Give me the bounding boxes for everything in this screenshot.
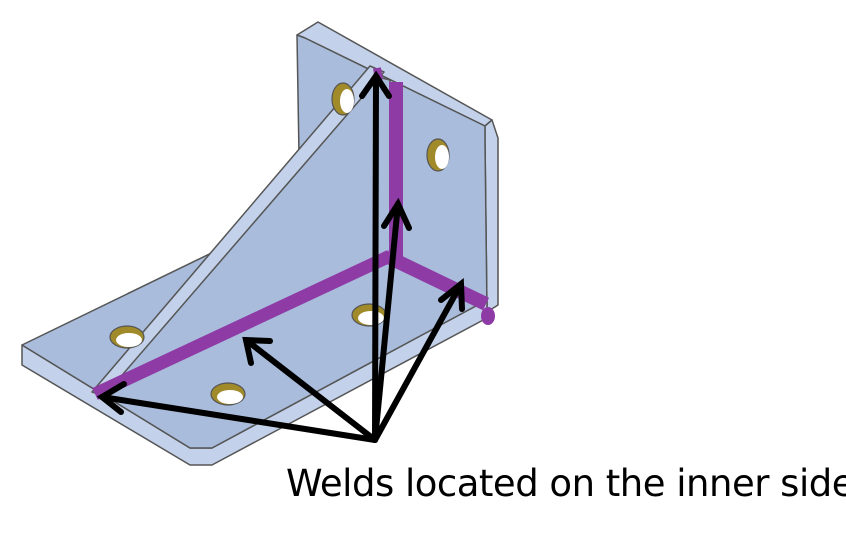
arrows [96, 70, 465, 443]
weld-caption: Welds located on the inner side [286, 462, 846, 505]
weld-base-back [382, 249, 490, 311]
hole-icon [210, 382, 246, 406]
weld-base-gusset [92, 250, 393, 400]
arrow-icon [359, 70, 392, 443]
hole-icon [351, 303, 387, 327]
arrow-icon [242, 336, 378, 443]
arrow-icon [372, 197, 412, 443]
hole-icon [426, 138, 450, 172]
arrow-icon [96, 381, 378, 443]
hole-icon [109, 325, 145, 349]
weld-end [481, 307, 495, 325]
hole-icon [331, 82, 355, 116]
arrow-icon [372, 277, 465, 443]
